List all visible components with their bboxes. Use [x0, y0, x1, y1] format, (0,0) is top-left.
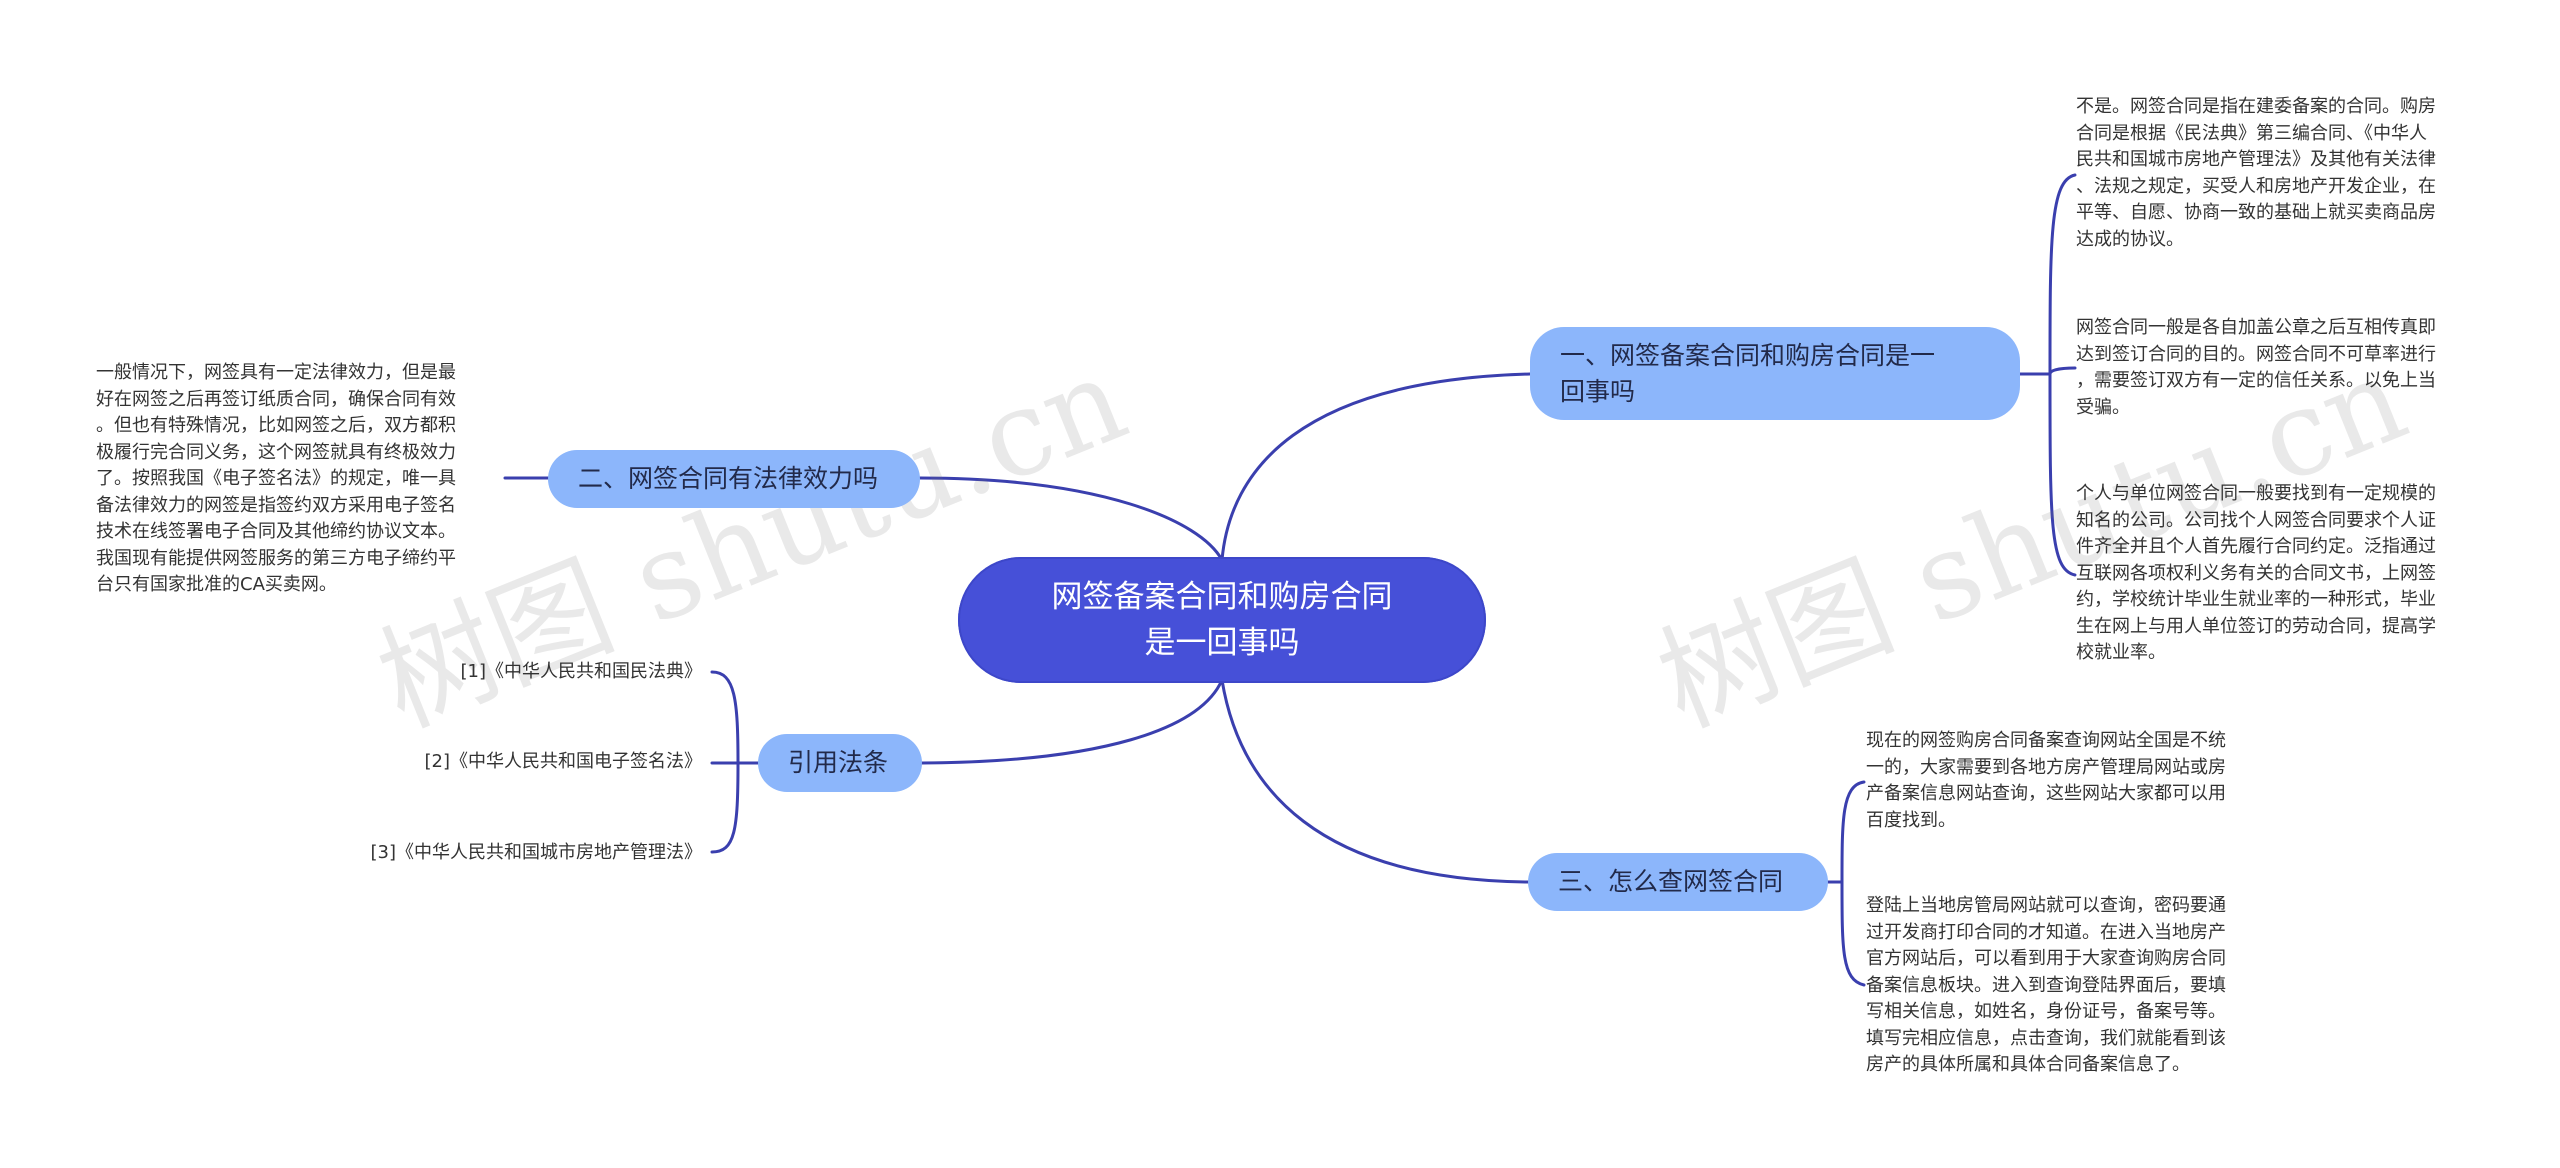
- branch-q2-label: 二、网签合同有法律效力吗: [578, 464, 879, 493]
- edge-ref-leaf-3: [710, 761, 740, 854]
- branch-q3[interactable]: 三、怎么查网签合同: [1528, 853, 1828, 911]
- root-topic-label: 网签备案合同和购房合同 是一回事吗: [1051, 579, 1393, 661]
- branch-q3-label: 三、怎么查网签合同: [1558, 867, 1784, 896]
- edge-q3-leaf-2: [1840, 880, 1866, 987]
- root-topic[interactable]: 网签备案合同和购房合同 是一回事吗: [958, 557, 1486, 683]
- edge-root-to-q1: [1220, 372, 1532, 562]
- branch-references-label: 引用法条: [788, 748, 889, 777]
- branch-q1[interactable]: 一、网签备案合同和购房合同是一 回事吗: [1530, 327, 2020, 420]
- branch-references[interactable]: 引用法条: [758, 734, 922, 792]
- leaf-q2-answer: 一般情况下，网签具有一定法律效力，但是最 好在网签之后再签订纸质合同，确保合同有…: [96, 362, 456, 595]
- edge-q1-leaf-1: [2048, 173, 2077, 376]
- edge-q1-leaf-2: [2048, 366, 2077, 376]
- leaf-q1-fax: 网签合同一般是各自加盖公章之后互相传真即 达到签订合同的目的。网签合同不可草率进…: [2076, 317, 2436, 418]
- edge-q3-leaf-1: [1840, 780, 1866, 884]
- branch-q2[interactable]: 二、网签合同有法律效力吗: [548, 450, 920, 508]
- leaf-q3-sites: 现在的网签购房合同备案查询网站全国是不统 一的，大家需要到各地方房产管理局网站或…: [1866, 730, 2226, 831]
- edge-root-to-references: [920, 678, 1224, 765]
- edge-ref-leaf-1: [710, 670, 740, 765]
- reference-real-estate-law[interactable]: [3]《中华人民共和国城市房地产管理法》: [370, 842, 703, 863]
- branch-q1-label: 一、网签备案合同和购房合同是一 回事吗: [1560, 340, 1936, 406]
- leaf-q1-answer: 不是。网签合同是指在建委备案的合同。购房 合同是根据《民法典》第三编合同、《中华…: [2076, 96, 2436, 250]
- edge-root-to-q2: [918, 476, 1224, 562]
- edge-root-to-q3: [1220, 678, 1530, 884]
- leaf-q1-company: 个人与单位网签合同一般要找到有一定规模的 知名的公司。公司找个人网签合同要求个人…: [2076, 483, 2436, 663]
- reference-civil-code[interactable]: [1]《中华人民共和国民法典》: [460, 661, 703, 682]
- leaf-q3-login: 登陆上当地房管局网站就可以查询，密码要通 过开发商打印合同的才知道。在进入当地房…: [1866, 895, 2226, 1075]
- edge-q1-leaf-3: [2048, 372, 2077, 577]
- reference-e-signature-law[interactable]: [2]《中华人民共和国电子签名法》: [424, 751, 703, 772]
